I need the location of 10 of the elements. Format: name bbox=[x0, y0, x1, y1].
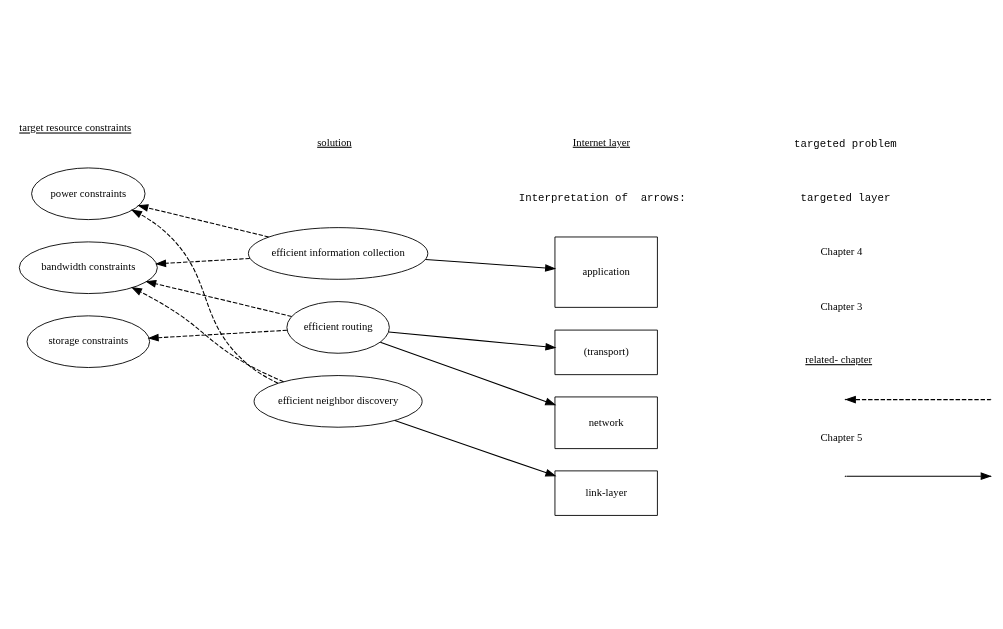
label: related- chapter bbox=[805, 353, 873, 366]
legend-label: targeted layer bbox=[800, 191, 891, 204]
label: solution bbox=[317, 135, 352, 148]
label: Interpretation of arrows: bbox=[518, 191, 686, 204]
label: Chapter 3 bbox=[820, 299, 863, 312]
label: target resource constraints bbox=[19, 121, 132, 134]
label: Internet layer bbox=[572, 135, 631, 148]
label: Chapter 4 bbox=[820, 245, 863, 258]
legend-label: targeted problem bbox=[794, 137, 897, 150]
label: Chapter 5 bbox=[820, 430, 863, 443]
